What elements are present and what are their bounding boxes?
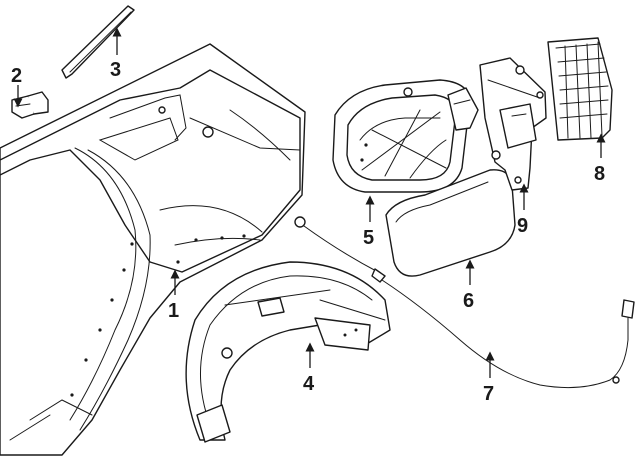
callout-2: 2 bbox=[11, 65, 22, 87]
part-release-cable bbox=[294, 216, 635, 389]
part-actuator-bracket bbox=[479, 57, 547, 191]
callout-4: 4 bbox=[303, 373, 315, 395]
callout-labels: 1 2 3 4 5 6 7 8 9 bbox=[11, 59, 605, 405]
callout-9: 9 bbox=[517, 215, 528, 237]
callout-7: 7 bbox=[483, 383, 494, 405]
part-trim-strip bbox=[61, 5, 135, 79]
callout-1: 1 bbox=[168, 300, 179, 322]
callout-8: 8 bbox=[594, 163, 605, 185]
part-wheel-liner bbox=[185, 261, 391, 443]
callout-6: 6 bbox=[463, 290, 474, 312]
part-fuel-filler-housing bbox=[332, 79, 479, 193]
part-fuel-door bbox=[385, 169, 516, 277]
part-vent-panel bbox=[547, 37, 613, 141]
leader-lines bbox=[13, 27, 606, 378]
part-quarter-panel bbox=[0, 43, 306, 456]
callout-5: 5 bbox=[363, 227, 374, 249]
callout-3: 3 bbox=[110, 59, 121, 81]
